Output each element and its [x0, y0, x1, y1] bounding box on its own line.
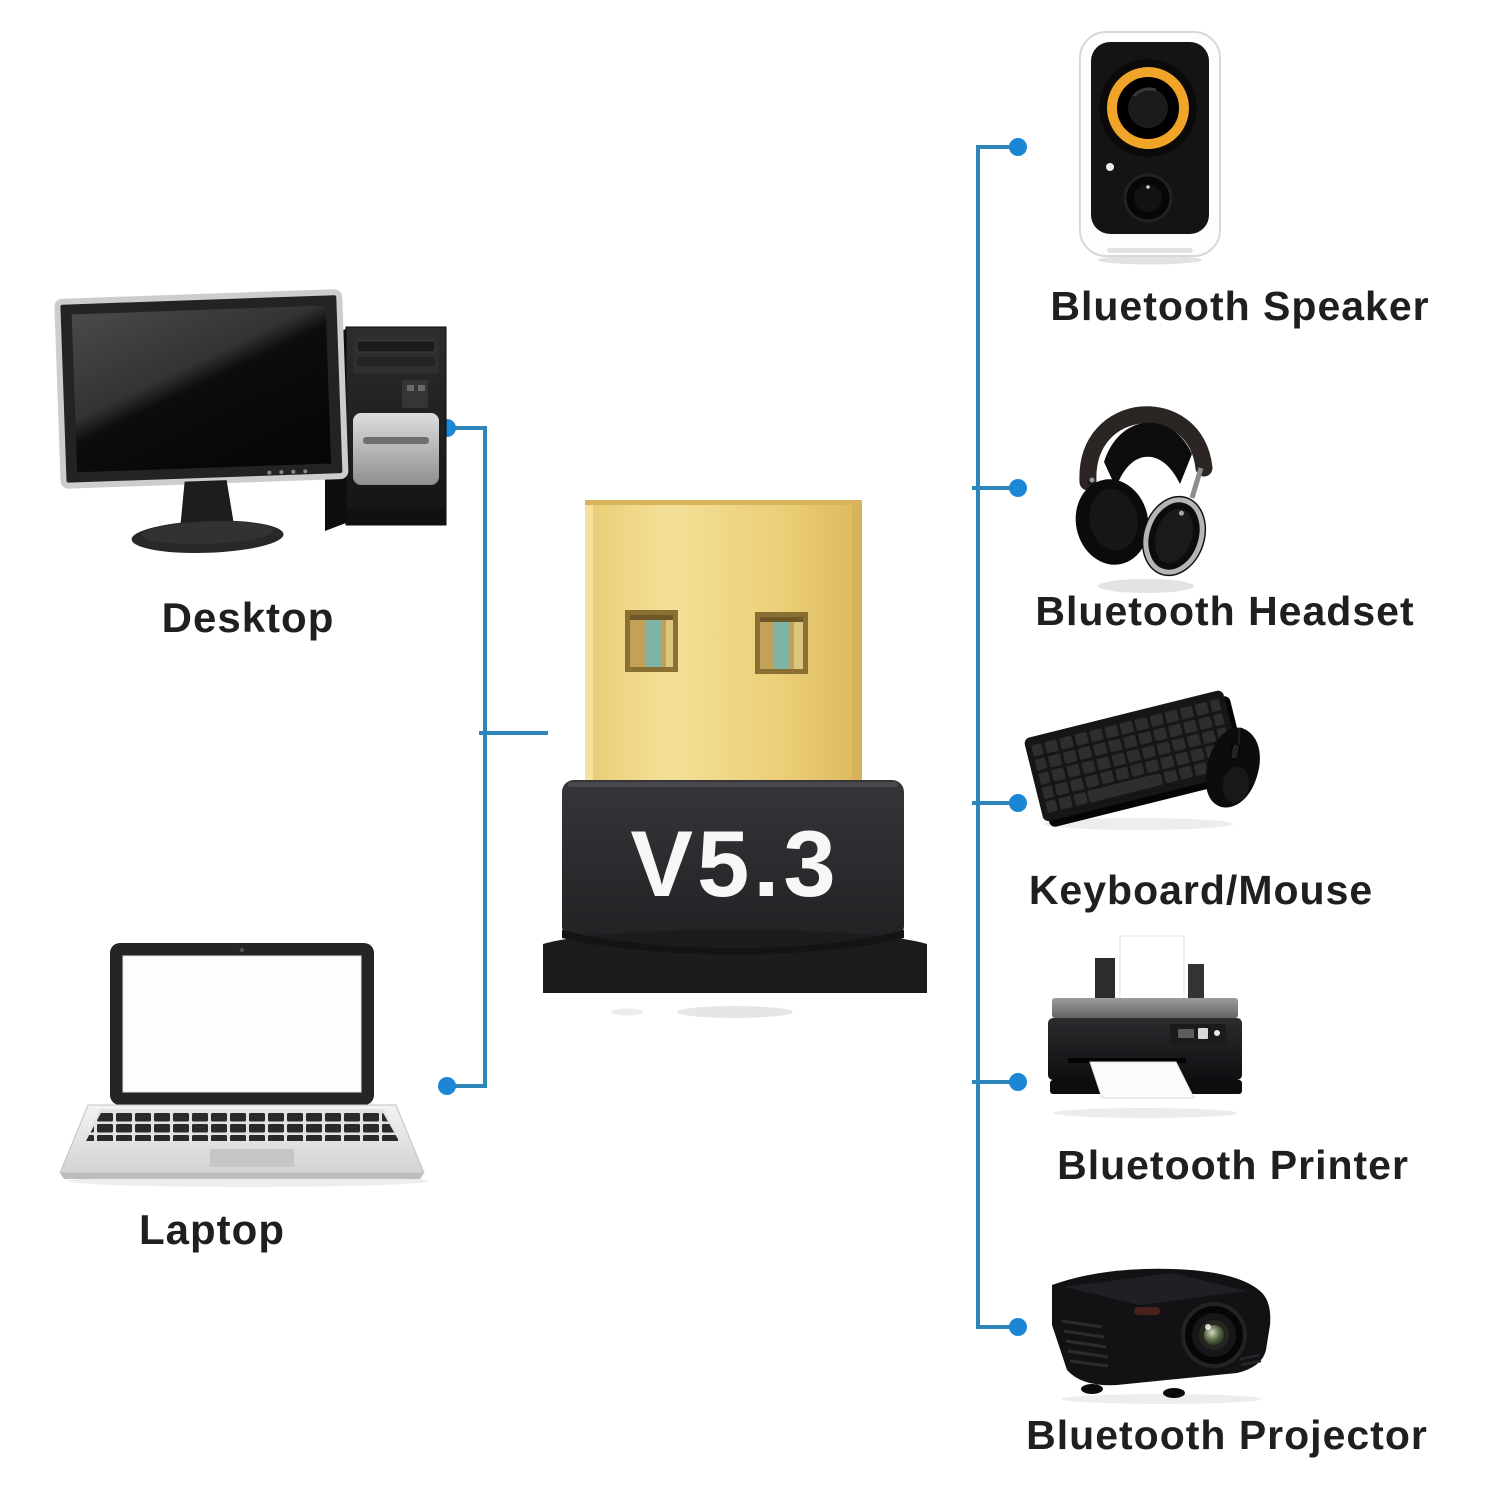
- keyboard-mouse-icon: [1024, 690, 1260, 830]
- speaker-driver: [1099, 59, 1197, 157]
- label-bluetooth-speaker: Bluetooth Speaker: [1050, 283, 1430, 329]
- label-bluetooth-projector: Bluetooth Projector: [1026, 1412, 1428, 1458]
- headset-left-cup: [1075, 479, 1149, 565]
- laptop-icon: [59, 943, 428, 1187]
- keyboard: [1024, 690, 1249, 827]
- projector-icon: [1052, 1268, 1271, 1404]
- projector-side-vents: [1239, 1353, 1262, 1367]
- mouse: [1205, 727, 1260, 808]
- speaker-led: [1106, 163, 1114, 171]
- printer-controls: [1170, 1024, 1226, 1044]
- usb-contact-window-left: [625, 610, 678, 672]
- usb-plug: [585, 500, 862, 790]
- label-laptop: Laptop: [139, 1206, 285, 1253]
- connector-left-bracket: [447, 426, 487, 1088]
- speaker-icon: [1079, 31, 1221, 265]
- laptop-screen: [110, 943, 374, 1105]
- connector-dot-keyboard: [1009, 794, 1027, 812]
- connector-dot-printer: [1009, 1073, 1027, 1091]
- label-keyboard-mouse: Keyboard/Mouse: [1028, 867, 1374, 913]
- connector-right-bracket: [976, 145, 1011, 1329]
- laptop-base: [59, 1104, 425, 1179]
- usb-bluetooth-adapter-icon: V5.3: [543, 500, 927, 1018]
- headset-right-cup: [1141, 495, 1207, 577]
- adapter-version-text: V5.3: [630, 811, 839, 916]
- connector-dot-headset: [1009, 479, 1027, 497]
- connector-dot-laptop: [438, 1077, 456, 1095]
- label-bluetooth-printer: Bluetooth Printer: [1057, 1142, 1409, 1188]
- headset-icon: [1075, 406, 1213, 593]
- monitor: [54, 289, 349, 554]
- projector-lens: [1181, 1302, 1247, 1368]
- adapter-housing: V5.3: [543, 780, 927, 993]
- desktop-computer-icon: [54, 289, 447, 554]
- usb-contact-window-right: [755, 612, 808, 674]
- connector-dot-projector: [1009, 1318, 1027, 1336]
- speaker-knob: [1123, 173, 1173, 223]
- projector-vents: [1061, 1319, 1109, 1368]
- label-desktop: Desktop: [161, 594, 335, 641]
- label-bluetooth-headset: Bluetooth Headset: [1035, 588, 1415, 634]
- printer-icon: [1048, 935, 1242, 1118]
- connector-dot-speaker: [1009, 138, 1027, 156]
